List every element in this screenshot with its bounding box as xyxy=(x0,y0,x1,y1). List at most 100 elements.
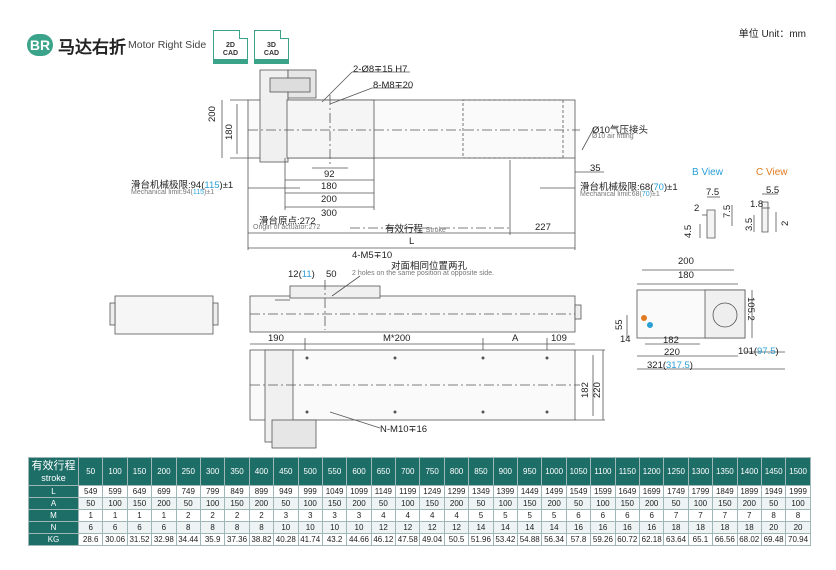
holes-note-en: 2 holes on the same position at opposite… xyxy=(352,270,495,277)
stroke-col-header: 300 xyxy=(199,457,226,486)
dim-227: 227 xyxy=(535,222,551,233)
table-cell: 150 xyxy=(614,497,640,510)
table-cell: 699 xyxy=(151,485,177,498)
dim-height-200: 200 xyxy=(207,106,218,122)
dim-A: A xyxy=(512,333,519,344)
title-en: Motor Right Side xyxy=(128,39,207,51)
table-cell: 1399 xyxy=(492,485,519,498)
table-cell: 1049 xyxy=(321,485,348,498)
stroke-col-header: 500 xyxy=(297,457,323,486)
stroke-col-header: 800 xyxy=(443,457,470,486)
stroke-col-header: 1050 xyxy=(565,457,592,486)
table-cell: 30.06 xyxy=(102,533,128,546)
table-cell: 44.66 xyxy=(346,533,372,546)
table-cell: 7 xyxy=(687,509,714,522)
table-cell: 6 xyxy=(614,509,640,522)
table-cell: 2 xyxy=(248,509,275,522)
dim-300: 300 xyxy=(321,208,337,219)
table-cell: 50 xyxy=(663,497,689,510)
header: BR 马达右折 Motor Right Side 2D CAD 3D CAD 单… xyxy=(0,0,836,70)
table-cell: 12 xyxy=(443,521,470,534)
b-dim-7-5-side: 7.5 xyxy=(722,204,733,218)
table-cell: 4 xyxy=(395,509,421,522)
table-cell: 16 xyxy=(614,521,640,534)
end-dim-220: 220 xyxy=(664,347,680,358)
table-cell: 5 xyxy=(492,509,519,522)
table-cell: 12 xyxy=(370,521,397,534)
table-cell: 7 xyxy=(712,509,738,522)
table-cell: 49.04 xyxy=(419,533,445,546)
table-cell: 10 xyxy=(346,521,372,534)
row-label: A xyxy=(28,497,79,510)
table-cell: 54.88 xyxy=(517,533,543,546)
table-cell: 7 xyxy=(736,509,762,522)
table-cell: 6 xyxy=(126,521,153,534)
holes-note-cn: 对面相同位置两孔 xyxy=(391,261,468,272)
end-dim-180: 180 xyxy=(678,270,694,281)
table-cell: 4 xyxy=(443,509,470,522)
b-view-marker xyxy=(647,322,653,328)
origin-cn: 滑台原点:272 xyxy=(259,216,316,227)
limit-right-cn: 滑台机械极限:68(70)±1 xyxy=(580,182,678,193)
table-cell: 8 xyxy=(199,521,226,534)
stroke-col-header: 1000 xyxy=(541,457,567,486)
table-cell: 200 xyxy=(151,497,177,510)
table-cell: 50.5 xyxy=(443,533,470,546)
dim-200: 200 xyxy=(321,194,337,205)
row-label: L xyxy=(28,485,79,498)
stroke-col-header: 1100 xyxy=(590,457,616,486)
table-cell: 1 xyxy=(151,509,177,522)
air-fitting-cn: Ø10气压接头 xyxy=(592,125,648,136)
table-cell: 51.96 xyxy=(468,533,494,546)
table-cell: 56.34 xyxy=(541,533,567,546)
table-cell: 6 xyxy=(151,521,177,534)
table-cell: 4 xyxy=(419,509,445,522)
dim-109: 109 xyxy=(551,333,567,344)
table-cell: 749 xyxy=(175,485,201,498)
table-cell: 3 xyxy=(273,509,299,522)
table-cell: 20 xyxy=(785,521,811,534)
stroke-col-header: 1300 xyxy=(687,457,714,486)
table-cell: 150 xyxy=(712,497,738,510)
b-dim-7-5-top: 7.5 xyxy=(706,187,720,198)
table-cell: 100 xyxy=(102,497,128,510)
c-dim-5-5: 5.5 xyxy=(766,185,780,196)
page-corner-icon xyxy=(280,30,289,39)
stroke-cn: 有效行程 Stroke xyxy=(385,224,446,235)
c-dim-1-8: 1.8 xyxy=(750,199,764,210)
b-dim-2: 2 xyxy=(694,203,700,214)
table-cell: 1 xyxy=(126,509,153,522)
c-dim-2: 2 xyxy=(780,220,791,226)
table-cell: 7 xyxy=(663,509,689,522)
stroke-col-header: 350 xyxy=(224,457,250,486)
cad-2d-button[interactable]: 2D CAD xyxy=(213,30,248,64)
table-cell: 150 xyxy=(321,497,348,510)
table-cell: 1 xyxy=(102,509,128,522)
series-badge: BR xyxy=(27,34,53,56)
table-cell: 200 xyxy=(346,497,372,510)
stroke-col-header: 1250 xyxy=(663,457,689,486)
stroke-col-header: 900 xyxy=(492,457,519,486)
stroke-col-header: 50 xyxy=(77,457,104,486)
cad-3d-label-1: 3D xyxy=(267,42,276,49)
stroke-col-header: 450 xyxy=(273,457,299,486)
b-view-title: B View xyxy=(692,167,723,178)
table-cell: 63.64 xyxy=(663,533,689,546)
table-cell: 2 xyxy=(175,509,201,522)
table-cell: 46.12 xyxy=(370,533,397,546)
table-cell: 57.8 xyxy=(565,533,592,546)
end-dim-14: 14 xyxy=(620,334,631,345)
m5-callout: 4-M5∓10 xyxy=(352,250,393,261)
table-cell: 2 xyxy=(199,509,226,522)
table-cell: 14 xyxy=(541,521,567,534)
table-cell: 59.26 xyxy=(590,533,616,546)
table-cell: 6 xyxy=(565,509,592,522)
table-cell: 50 xyxy=(273,497,299,510)
cad-3d-button[interactable]: 3D CAD xyxy=(254,30,289,64)
table-cell: 849 xyxy=(224,485,250,498)
table-cell: 100 xyxy=(785,497,811,510)
end-dim-55: 55 xyxy=(614,319,625,330)
table-cell: 8 xyxy=(224,521,250,534)
